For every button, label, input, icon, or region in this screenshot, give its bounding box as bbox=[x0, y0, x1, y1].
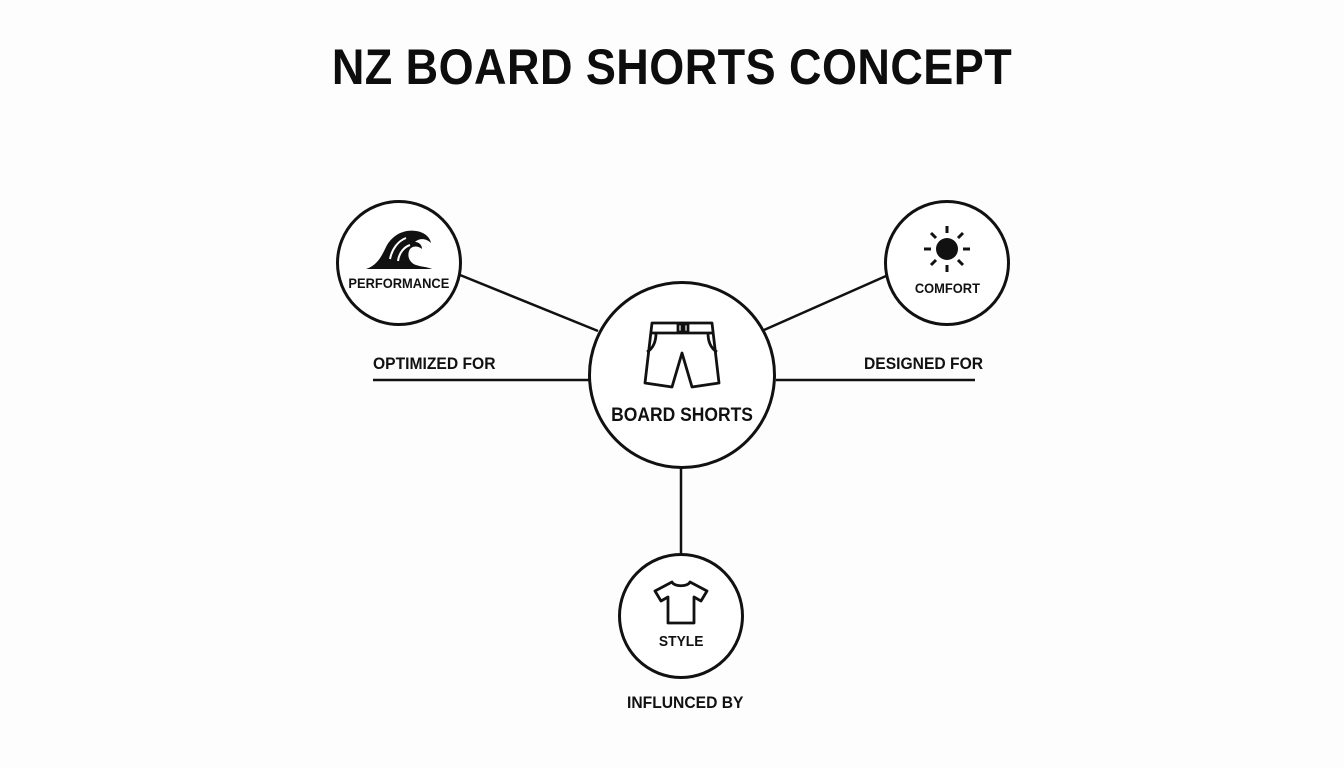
edge-label-designed-for: DESIGNED FOR bbox=[864, 354, 984, 373]
node-label: PERFORMANCE bbox=[348, 275, 450, 291]
edge-label-optimized-for: OPTIMIZED FOR bbox=[373, 354, 496, 373]
diagram-title: NZ BOARD SHORTS CONCEPT bbox=[331, 39, 1013, 95]
connector-performance bbox=[459, 273, 599, 333]
node-performance: PERFORMANCE bbox=[336, 200, 462, 326]
node-board-shorts: BOARD SHORTS bbox=[588, 281, 776, 469]
node-style: STYLE bbox=[618, 553, 744, 679]
node-label: COMFORT bbox=[914, 280, 980, 296]
connector-comfort bbox=[763, 274, 887, 332]
t-shirt-icon bbox=[653, 580, 709, 624]
edge-label-influenced-by: INFLUNCED BY bbox=[627, 693, 744, 712]
board-shorts-icon bbox=[643, 321, 721, 389]
sun-icon bbox=[924, 226, 970, 272]
node-label: BOARD SHORTS bbox=[611, 405, 753, 426]
wave-icon bbox=[366, 230, 432, 269]
node-label: STYLE bbox=[658, 632, 704, 650]
node-comfort: COMFORT bbox=[884, 200, 1010, 326]
